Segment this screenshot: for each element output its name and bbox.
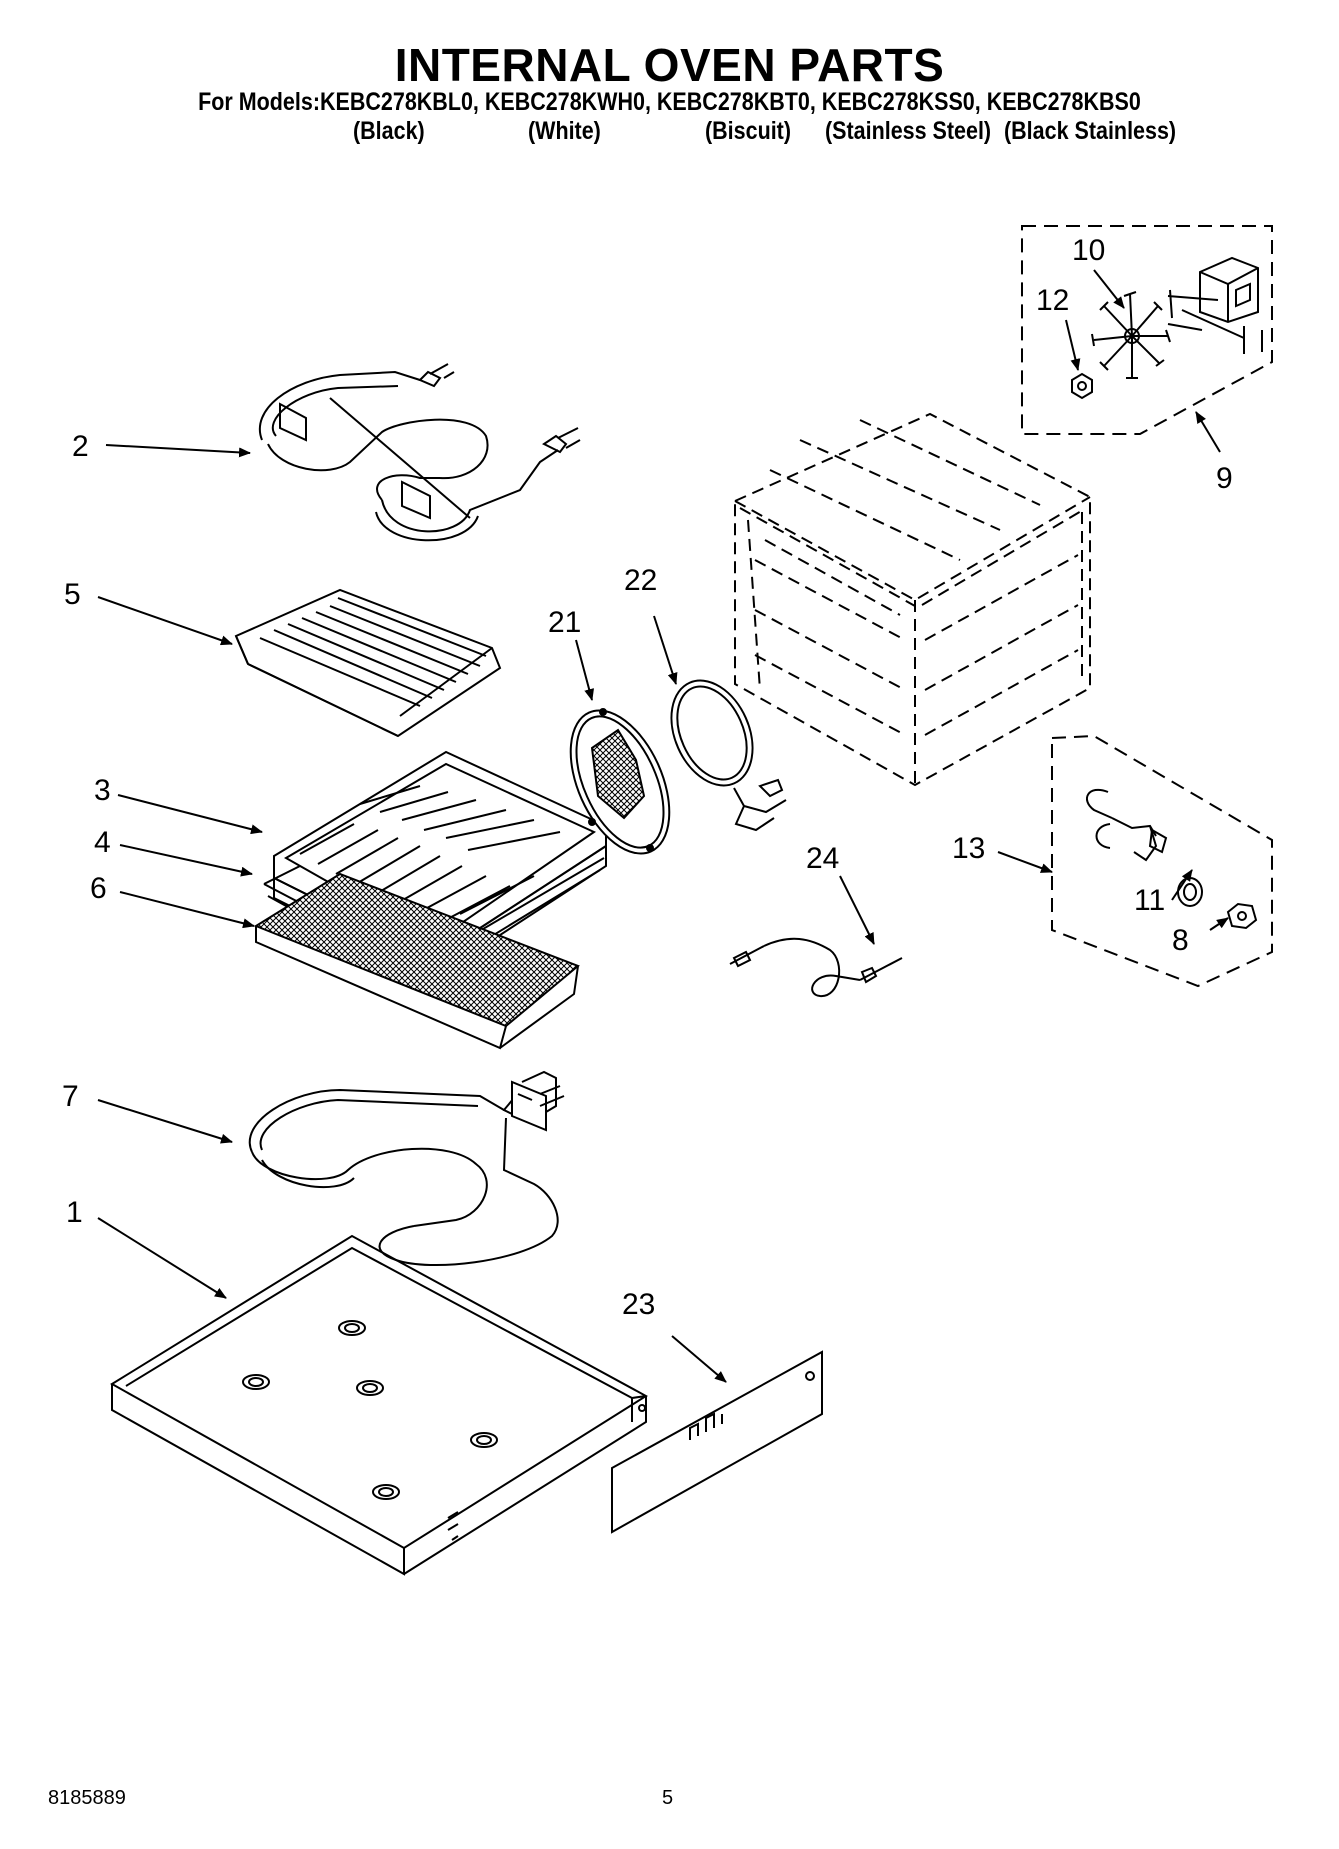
callout-9: 9 [1216,462,1233,495]
callout-5: 5 [64,578,81,611]
callout-22: 22 [624,564,657,597]
finish-black-stainless: (Black Stainless) [1004,117,1177,145]
finish-stainless-steel: (Stainless Steel) [825,117,992,145]
finish-biscuit: (Biscuit) [705,117,791,145]
callout-2: 2 [72,430,89,463]
callout-1: 1 [66,1196,83,1229]
models-line: For Models:KEBC278KBL0, KEBC278KWH0, KEB… [198,88,1141,116]
fan-motor-assembly [1021,225,1273,435]
callout-24: 24 [806,842,839,875]
callout-8: 8 [1172,924,1189,957]
callout-11: 11 [1134,884,1165,917]
page-number: 5 [662,1787,674,1809]
finish-legend: (Black) (White) (Biscuit) (Stainless Ste… [0,117,1339,149]
document-number: 8185889 [48,1787,126,1809]
bake-element [248,1070,565,1267]
callout-12: 12 [1036,284,1069,317]
callout-13: 13 [952,832,985,865]
oven-bottom-panel [110,1234,648,1576]
oven-rack [253,872,580,1050]
callout-7: 7 [62,1080,79,1113]
fan-nut [1071,372,1093,400]
oven-cavity [734,412,1091,787]
callout-10: 10 [1072,234,1105,267]
broiler-pan-grid [234,588,502,738]
page-title: INTERNAL OVEN PARTS [394,39,945,91]
callout-4: 4 [94,826,111,859]
fan-blade [1091,291,1171,379]
broil-element [259,363,581,542]
finish-white: (White) [528,117,601,145]
leader-lines [97,269,1229,1383]
bottom-trim-strip [611,1350,823,1534]
callout-21: 21 [548,606,581,639]
finish-black: (Black) [353,117,425,145]
convection-element [670,679,787,832]
convection-baffle [569,708,671,855]
callout-3: 3 [94,774,111,807]
callout-6: 6 [90,872,107,905]
callout-23: 23 [622,1288,655,1321]
meat-probe [729,937,903,998]
light-assembly [1051,734,1273,988]
